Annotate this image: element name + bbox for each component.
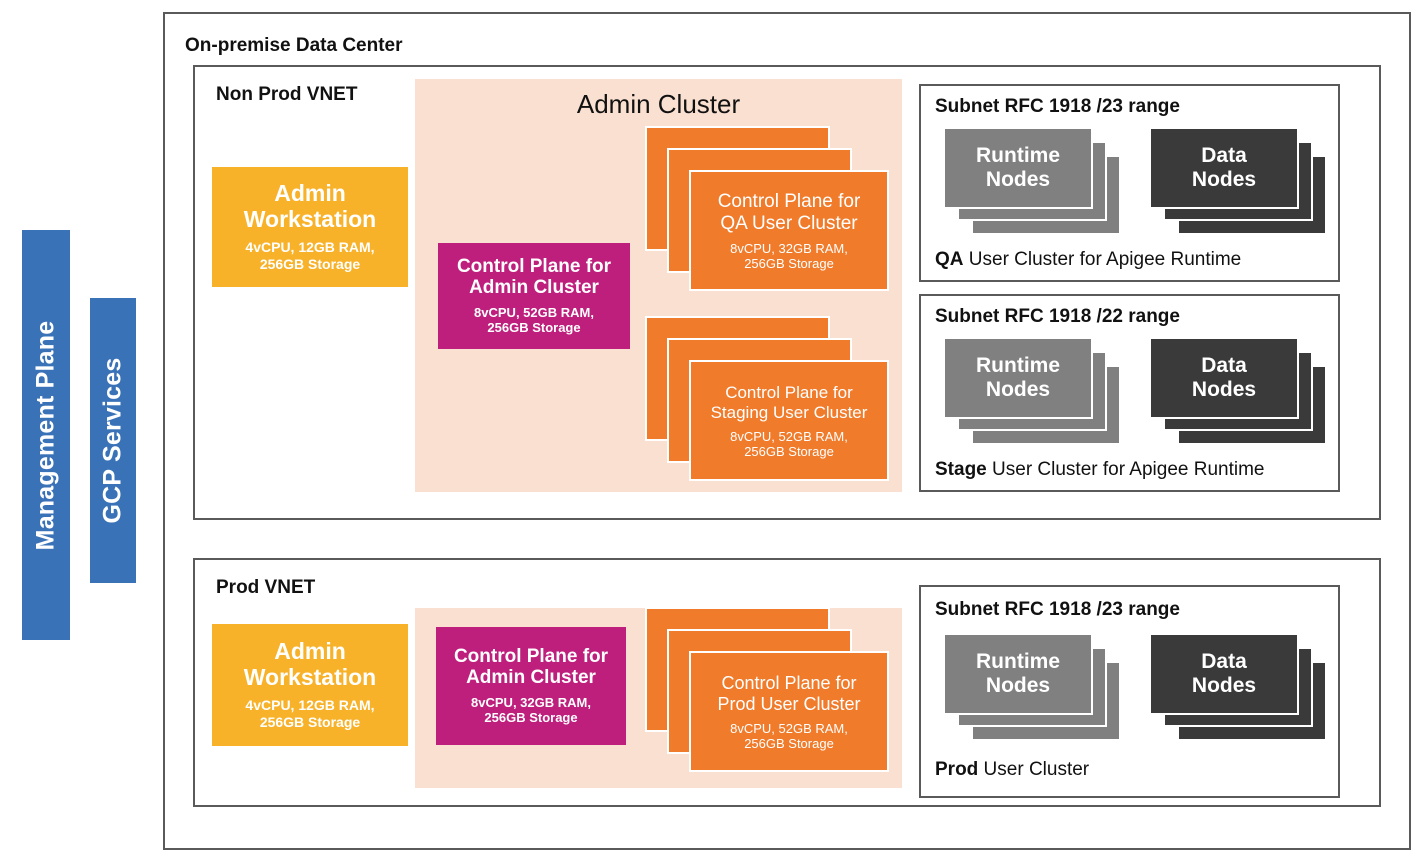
prod-cp-admin-title-line1: Control Plane for [453,646,609,668]
subnet-stage-footer-bold: Stage [935,459,987,480]
prod-admin-workstation-card[interactable]: Admin Workstation 4vCPU, 12GB RAM, 256GB… [212,624,408,746]
subnet-stage-footer: Stage User Cluster for Apigee Runtime [935,459,1264,481]
cp-admin-title-line2: Admin Cluster [469,277,599,299]
data-nodes-front: Data Nodes [1149,633,1299,715]
cp-prod-title-line2: Prod User Cluster [717,693,861,714]
subnet-stage-runtime-nodes-stack[interactable]: Runtime Nodes [943,337,1123,447]
cp-staging-spec-line2: 256GB Storage [744,443,834,459]
data-nodes-line1: Data [1201,354,1247,378]
prod-admin-workstation-title-line2: Workstation [243,663,377,690]
runtime-nodes-front: Runtime Nodes [943,127,1093,209]
subnet-stage-frame: Subnet RFC 1918 /22 range Runtime Nodes … [919,294,1340,492]
prod-admin-workstation-spec-line1: 4vCPU, 12GB RAM, [245,697,375,714]
cp-staging-stack-front: Control Plane for Staging User Cluster 8… [689,360,889,481]
data-nodes-line2: Nodes [1191,378,1257,401]
cp-staging-title-line2: Staging User Cluster [710,402,868,422]
gcp-services-label: GCP Services [98,357,127,524]
admin-workstation-title-line1: Admin [274,179,346,206]
prod-cp-admin-spec-line2: 256GB Storage [484,710,578,726]
data-nodes-line2: Nodes [1191,168,1257,191]
subnet-qa-footer-rest: User Cluster for Apigee Runtime [963,249,1242,270]
runtime-nodes-line1: Runtime [976,650,1060,674]
prod-admin-workstation-spec-line2: 256GB Storage [259,714,361,731]
runtime-nodes-front: Runtime Nodes [943,337,1093,419]
prod-cp-admin-title-line2: Admin Cluster [466,667,596,689]
prod-control-plane-admin-card[interactable]: Control Plane for Admin Cluster 8vCPU, 3… [436,627,626,745]
data-nodes-front: Data Nodes [1149,127,1299,209]
cp-prod-spec-line2: 256GB Storage [744,735,834,751]
subnet-prod-footer-bold: Prod [935,759,979,780]
runtime-nodes-line2: Nodes [985,378,1051,401]
subnet-qa-runtime-nodes-stack[interactable]: Runtime Nodes [943,127,1123,237]
admin-workstation-spec-line1: 4vCPU, 12GB RAM, [245,239,375,256]
subnet-qa-footer: QA User Cluster for Apigee Runtime [935,249,1241,271]
subnet-qa-data-nodes-stack[interactable]: Data Nodes [1149,127,1329,237]
cp-staging-spec-line1: 8vCPU, 52GB RAM, [730,428,848,444]
cp-admin-title-line1: Control Plane for [456,256,612,278]
admin-workstation-title-line2: Workstation [243,205,377,232]
runtime-nodes-line1: Runtime [976,144,1060,168]
prod-control-plane-user-stack[interactable]: Control Plane for Prod User Cluster 8vCP… [645,607,889,772]
subnet-prod-title: Subnet RFC 1918 /23 range [935,599,1180,620]
runtime-nodes-line1: Runtime [976,354,1060,378]
cp-qa-stack-front: Control Plane for QA User Cluster 8vCPU,… [689,170,889,291]
subnet-prod-frame: Subnet RFC 1918 /23 range Runtime Nodes … [919,585,1340,798]
non-prod-control-plane-staging-stack[interactable]: Control Plane for Staging User Cluster 8… [645,316,889,481]
data-nodes-front: Data Nodes [1149,337,1299,419]
gcp-services-bar: GCP Services [90,298,136,583]
subnet-stage-title: Subnet RFC 1918 /22 range [935,306,1180,327]
cp-qa-title-line1: Control Plane for [717,190,861,212]
data-nodes-line2: Nodes [1191,674,1257,697]
runtime-nodes-line2: Nodes [985,168,1051,191]
subnet-prod-data-nodes-stack[interactable]: Data Nodes [1149,633,1329,743]
non-prod-admin-workstation-card[interactable]: Admin Workstation 4vCPU, 12GB RAM, 256GB… [212,167,408,287]
prod-vnet-title: Prod VNET [216,577,316,598]
data-nodes-line1: Data [1201,144,1247,168]
cp-admin-spec-line2: 256GB Storage [487,320,581,336]
prod-admin-workstation-title-line1: Admin [274,637,346,664]
management-plane-bar: Management Plane [22,230,70,640]
cp-staging-title-line1: Control Plane for [725,382,853,402]
subnet-stage-footer-rest: User Cluster for Apigee Runtime [986,459,1265,480]
subnet-prod-footer-rest: User Cluster [978,759,1090,780]
data-center-title: On-premise Data Center [185,35,403,56]
data-nodes-line1: Data [1201,650,1247,674]
subnet-prod-footer: Prod User Cluster [935,759,1089,781]
cp-qa-spec-line1: 8vCPU, 32GB RAM, [730,240,848,256]
admin-cluster-title: Admin Cluster [576,89,741,119]
cp-qa-spec-line2: 256GB Storage [744,255,834,271]
runtime-nodes-line2: Nodes [985,674,1051,697]
cp-prod-title-line1: Control Plane for [721,672,857,693]
subnet-qa-footer-bold: QA [935,249,964,270]
subnet-stage-data-nodes-stack[interactable]: Data Nodes [1149,337,1329,447]
management-plane-label: Management Plane [31,320,60,550]
prod-cp-admin-spec-line1: 8vCPU, 32GB RAM, [471,694,591,710]
cp-prod-stack-front: Control Plane for Prod User Cluster 8vCP… [689,651,889,772]
cp-prod-spec-line1: 8vCPU, 52GB RAM, [730,720,848,736]
subnet-prod-runtime-nodes-stack[interactable]: Runtime Nodes [943,633,1123,743]
subnet-qa-frame: Subnet RFC 1918 /23 range Runtime Nodes … [919,84,1340,282]
non-prod-vnet-title: Non Prod VNET [216,84,358,105]
admin-workstation-spec-line2: 256GB Storage [259,256,361,273]
cp-qa-title-line2: QA User Cluster [720,212,858,234]
non-prod-control-plane-admin-card[interactable]: Control Plane for Admin Cluster 8vCPU, 5… [438,243,630,349]
subnet-qa-title: Subnet RFC 1918 /23 range [935,96,1180,117]
non-prod-control-plane-qa-stack[interactable]: Control Plane for QA User Cluster 8vCPU,… [645,126,889,291]
cp-admin-spec-line1: 8vCPU, 52GB RAM, [474,304,594,320]
runtime-nodes-front: Runtime Nodes [943,633,1093,715]
